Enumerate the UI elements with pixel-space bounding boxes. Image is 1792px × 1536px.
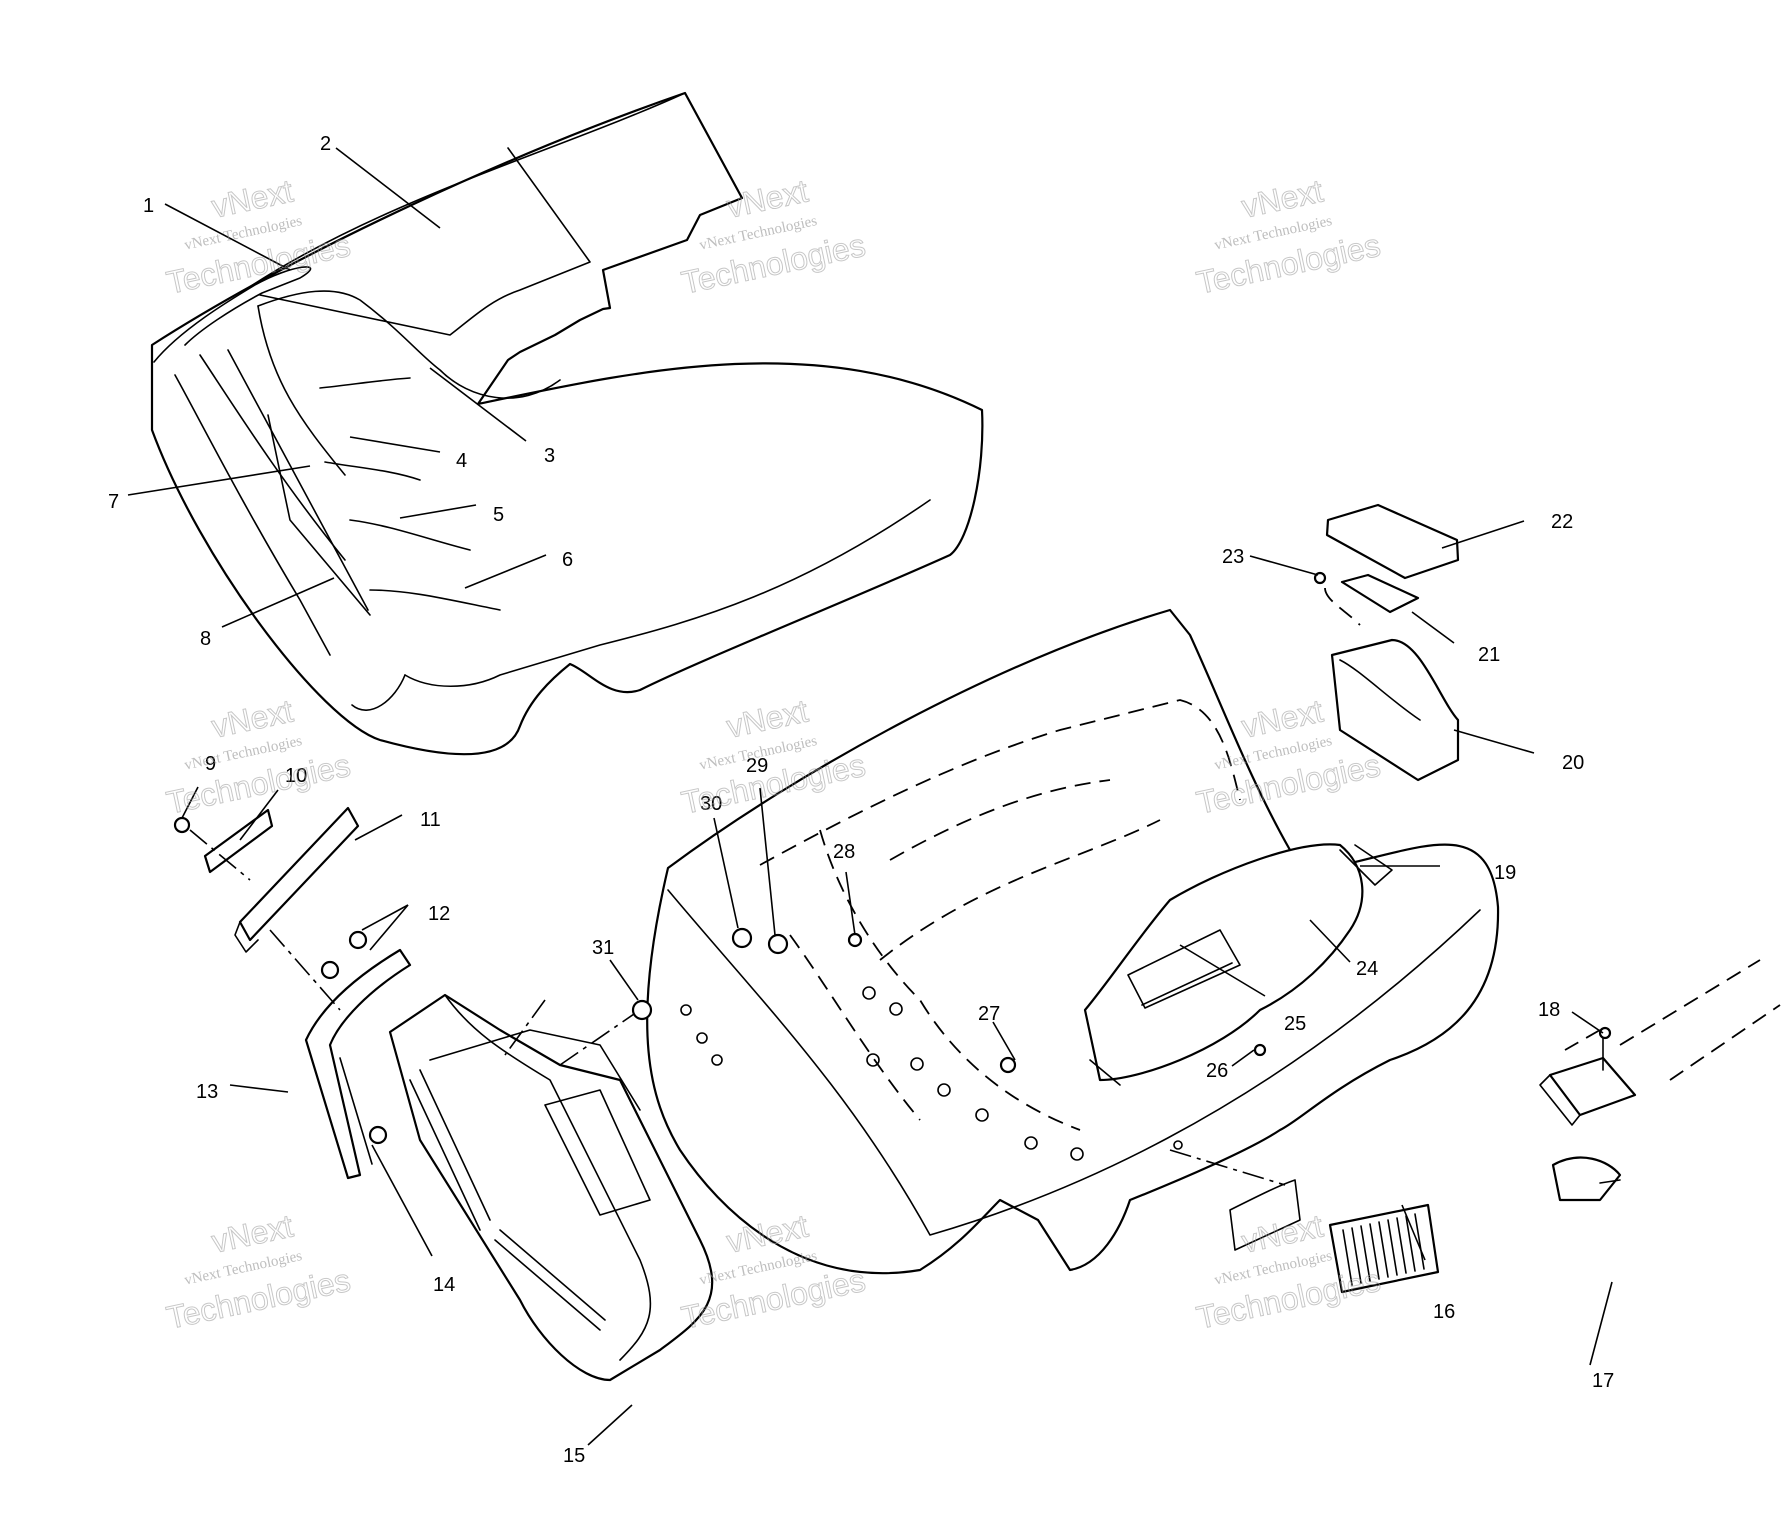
- hood-assembly: [646, 608, 1500, 1275]
- callout-2: 2: [320, 133, 331, 155]
- callout-20: 20: [1562, 752, 1584, 774]
- watermark: vNext vNext Technologies Technologies: [163, 1207, 354, 1336]
- callout-8: 8: [200, 628, 211, 650]
- callout-7: 7: [108, 491, 119, 513]
- watermark: vNext vNext Technologies Technologies: [1193, 1207, 1384, 1336]
- callout-numbers: 1 2 3 4 5 6 7 8 9 10 11 12 13 14 15 16 1…: [108, 133, 1614, 1467]
- callout-27: 27: [978, 1003, 1000, 1025]
- callout-24: 24: [1356, 958, 1378, 980]
- callout-26: 26: [1206, 1060, 1228, 1082]
- watermark: vNext vNext Technologies Technologies: [163, 692, 354, 821]
- callout-12: 12: [428, 903, 450, 925]
- hinge-assembly: [1539, 959, 1781, 1202]
- leader-lines: [127, 147, 1613, 1446]
- callout-25: 25: [1284, 1013, 1306, 1035]
- callout-29: 29: [746, 755, 768, 777]
- toolbox-assembly: [1324, 503, 1460, 782]
- callout-30: 30: [700, 793, 722, 815]
- hood-brace: [1083, 843, 1364, 1086]
- callout-31: 31: [592, 937, 614, 959]
- callout-11: 11: [420, 809, 441, 831]
- callout-6: 6: [562, 549, 573, 571]
- callout-21: 21: [1478, 644, 1500, 666]
- callout-15: 15: [563, 1445, 585, 1467]
- seat-tub-assembly: [150, 91, 984, 756]
- callout-14: 14: [433, 1274, 455, 1296]
- callout-13: 13: [196, 1081, 218, 1103]
- fastener-group: [631, 571, 1612, 1074]
- callout-1: 1: [143, 195, 154, 217]
- callout-3: 3: [544, 445, 555, 467]
- callout-9: 9: [205, 753, 216, 775]
- callout-22: 22: [1551, 511, 1573, 533]
- bumper-assembly: [173, 806, 714, 1382]
- callout-16: 16: [1433, 1301, 1455, 1323]
- callout-17: 17: [1592, 1370, 1614, 1392]
- callout-5: 5: [493, 504, 504, 526]
- callout-10: 10: [285, 765, 307, 787]
- callout-19: 19: [1494, 862, 1516, 884]
- watermark: vNext vNext Technologies Technologies: [1193, 172, 1384, 301]
- callout-23: 23: [1222, 546, 1244, 568]
- callout-28: 28: [833, 841, 855, 863]
- hood-clip: [1339, 844, 1393, 886]
- callout-18: 18: [1538, 999, 1560, 1021]
- callout-4: 4: [456, 450, 467, 472]
